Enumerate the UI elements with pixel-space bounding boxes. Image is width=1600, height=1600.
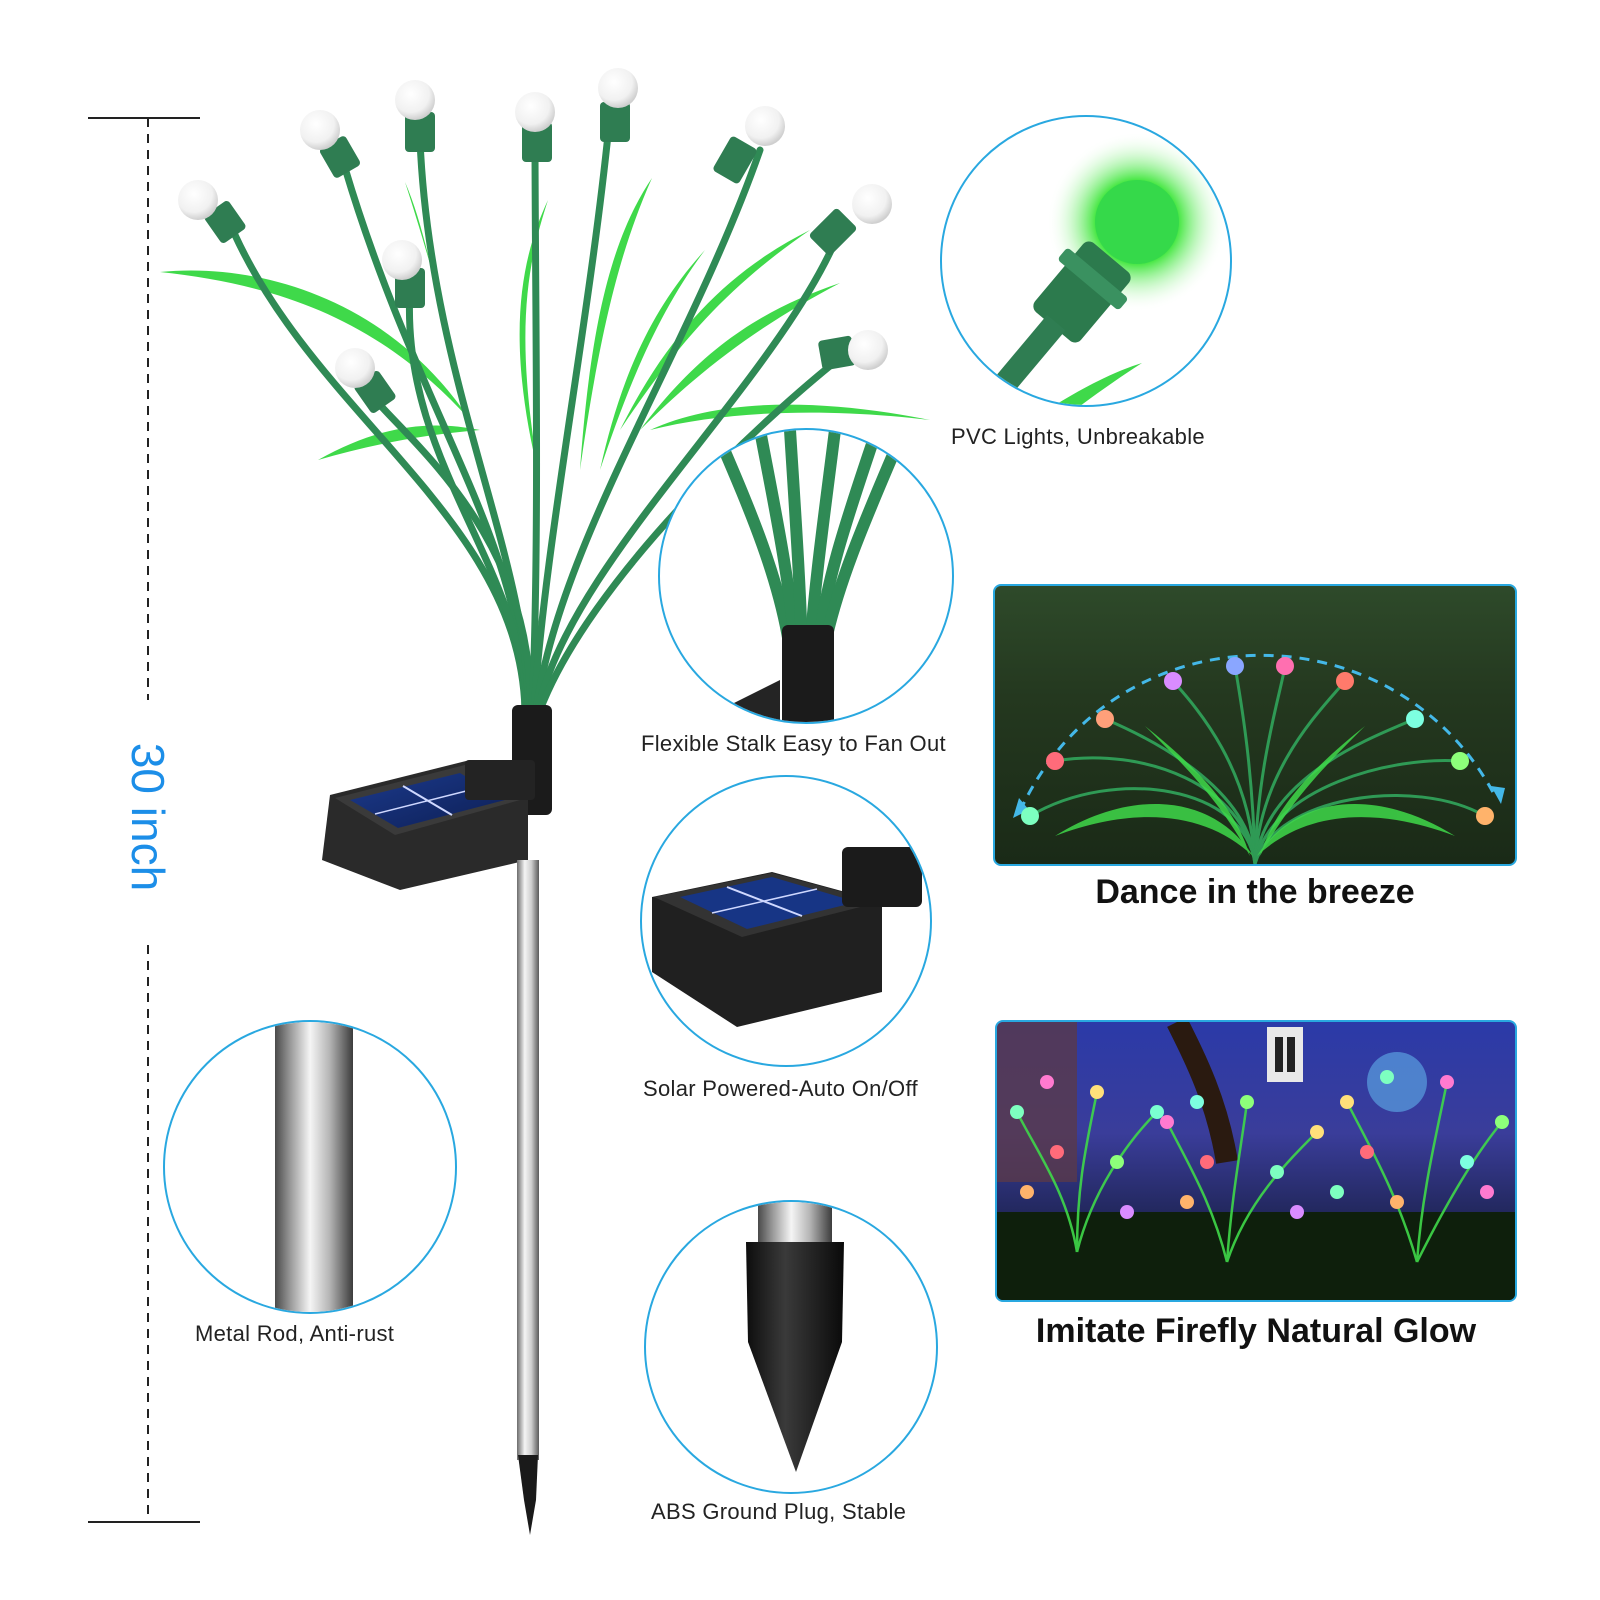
metal-rod-icon xyxy=(275,1022,353,1312)
metal-rod-detail xyxy=(163,1020,457,1314)
green-bulb-icon xyxy=(969,132,1227,405)
firefly-scene-photo xyxy=(995,1020,1517,1302)
flexible-stalk-caption: Flexible Stalk Easy to Fan Out xyxy=(641,731,946,756)
breeze-lights-illustration xyxy=(1013,653,1505,864)
solar-panel-detail xyxy=(640,775,932,1067)
breeze-headline: Dance in the breeze xyxy=(1095,873,1415,911)
stalk-bundle-icon xyxy=(714,430,901,722)
height-dimension-line xyxy=(88,117,200,1523)
solar-panel-icon xyxy=(652,847,922,1027)
bulbs xyxy=(178,68,892,413)
firefly-light-product xyxy=(160,68,930,1535)
garden-night-illustration xyxy=(997,1022,1515,1300)
pvc-lights-caption: PVC Lights, Unbreakable xyxy=(951,424,1205,449)
pvc-light-detail xyxy=(940,115,1232,407)
ground-plug-detail xyxy=(644,1200,938,1494)
breeze-scene-photo xyxy=(993,584,1517,866)
flexible-stalk-detail xyxy=(658,428,954,724)
metal-rod-caption: Metal Rod, Anti-rust xyxy=(195,1321,395,1346)
firefly-headline: Imitate Firefly Natural Glow xyxy=(1035,1312,1477,1350)
solar-powered-caption: Solar Powered-Auto On/Off xyxy=(643,1076,918,1101)
ground-plug-caption: ABS Ground Plug, Stable xyxy=(651,1499,907,1524)
solar-panel-main xyxy=(322,760,535,890)
ground-stake-icon xyxy=(746,1202,844,1472)
